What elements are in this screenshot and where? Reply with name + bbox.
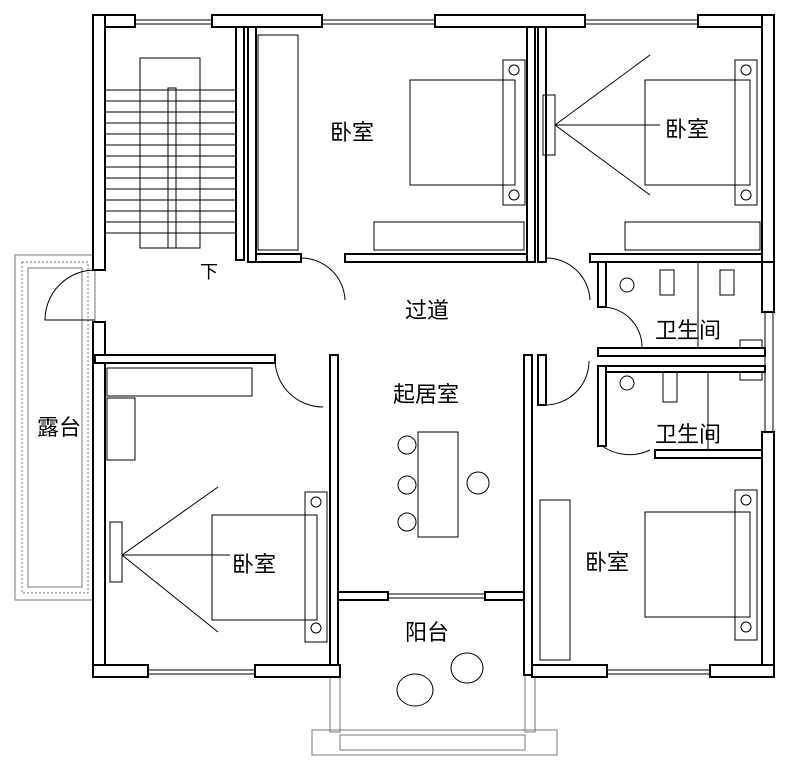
- label-bathroom-lower: 卫生间: [655, 423, 721, 448]
- walls: [92, 14, 775, 678]
- bed-bottom-left: [211, 491, 328, 643]
- tv-sightlines: [109, 54, 660, 633]
- label-bedroom-bottom-right: 卧室: [585, 551, 629, 576]
- label-living-room: 起居室: [393, 383, 459, 408]
- bed-top-right: [644, 59, 758, 206]
- balcony-chairs: [396, 652, 484, 707]
- wardrobes: [106, 34, 761, 661]
- label-bedroom-bottom-left: 卧室: [232, 553, 276, 578]
- balcony-railing: [311, 671, 558, 756]
- bed-top-middle: [409, 59, 526, 206]
- bathroom-fixtures: [619, 262, 763, 450]
- staircase[interactable]: [105, 57, 236, 249]
- label-bedroom-top-middle: 卧室: [330, 121, 374, 146]
- doors: [44, 257, 651, 456]
- dining-table: [397, 431, 490, 538]
- label-bedroom-top-right: 卧室: [665, 118, 709, 143]
- label-terrace: 露台: [37, 416, 81, 441]
- label-corridor: 过道: [405, 299, 449, 324]
- bed-bottom-right: [644, 489, 758, 641]
- label-balcony: 阳台: [405, 621, 449, 646]
- stair-direction-label: 下: [200, 262, 218, 283]
- label-bathroom-upper: 卫生间: [655, 319, 721, 344]
